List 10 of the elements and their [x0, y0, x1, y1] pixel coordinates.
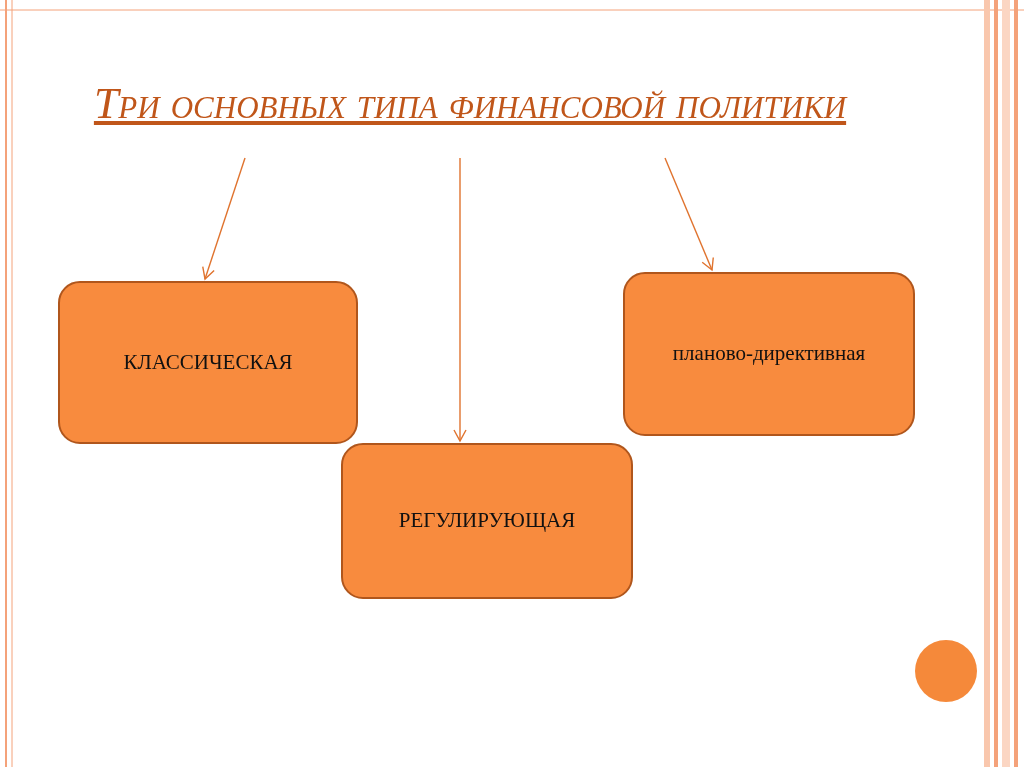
box-label: РЕГУЛИРУЮЩАЯ [398, 507, 576, 535]
box-label: планово-директивная [672, 340, 866, 368]
title-text: Три основных типа финансовой политики [93, 77, 847, 130]
category-box [58, 281, 358, 444]
arrow [453, 157, 467, 442]
arrow [664, 157, 714, 271]
box-label: КЛАССИЧЕСКАЯ [123, 348, 293, 376]
arrow [202, 157, 246, 280]
category-box [623, 272, 915, 436]
category-box [341, 443, 633, 599]
